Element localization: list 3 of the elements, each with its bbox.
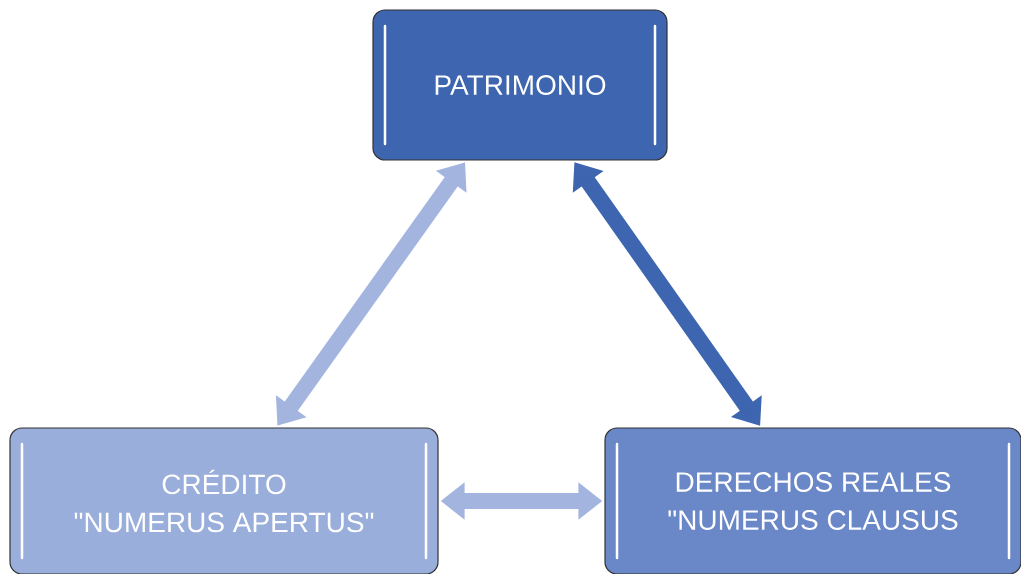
process-box: CRÉDITO "NUMERUS APERTUS" bbox=[9, 427, 439, 574]
process-box: PATRIMONIO bbox=[372, 9, 668, 161]
process-box: DERECHOS REALES "NUMERUS CLAUSUS bbox=[604, 427, 1021, 574]
